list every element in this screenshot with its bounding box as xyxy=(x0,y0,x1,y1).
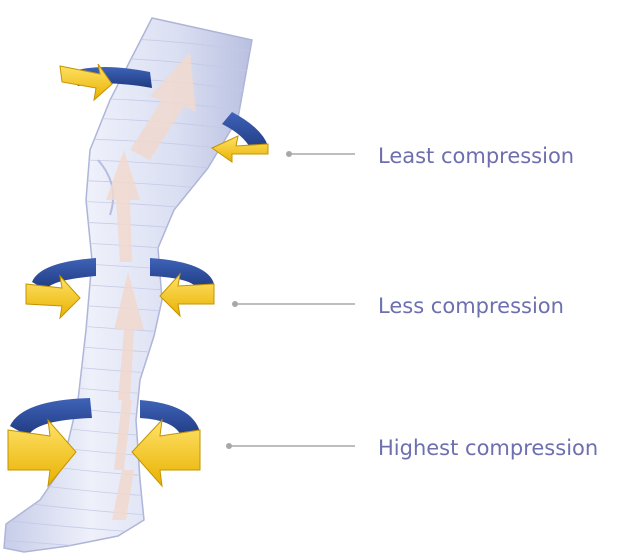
highest-compression-label: Highest compression xyxy=(378,438,598,459)
leader-line-least xyxy=(286,151,355,157)
leader-line-less xyxy=(232,301,355,307)
less-compression-label: Less compression xyxy=(378,296,564,317)
least-compression-label: Least compression xyxy=(378,146,574,167)
leader-line-highest xyxy=(226,443,355,449)
